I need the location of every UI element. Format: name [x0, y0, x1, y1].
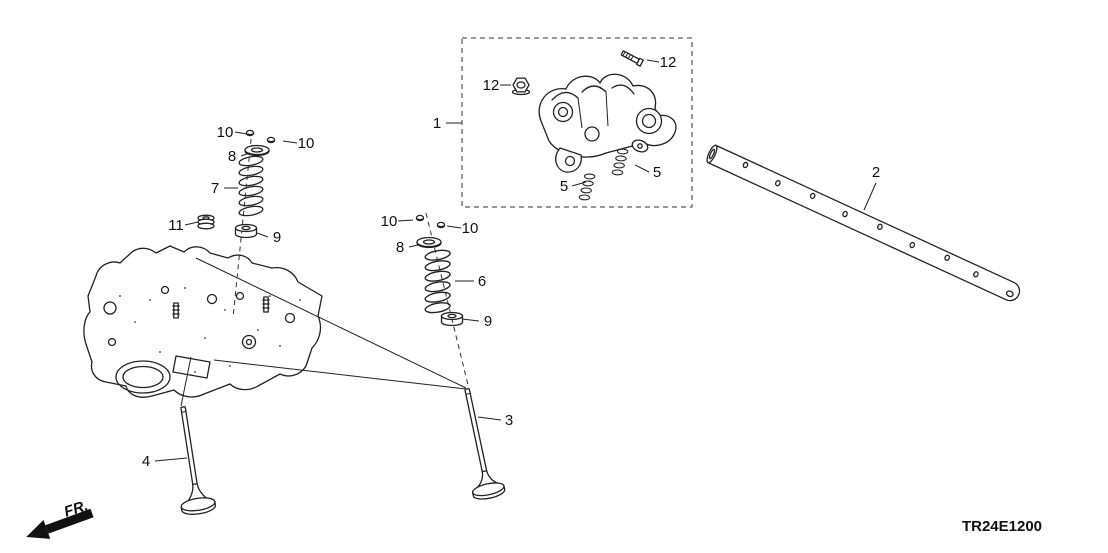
head-surface-stipple	[119, 287, 301, 373]
part-callout-10b: 10	[298, 135, 315, 152]
part-callout-3: 3	[505, 412, 513, 429]
spring-seat-left	[234, 223, 258, 239]
spring-seat-middle	[440, 311, 464, 327]
valve-spring-middle	[423, 247, 452, 315]
head-stud-bolt	[262, 296, 270, 313]
cylinder-head	[83, 245, 323, 398]
part-callout-11: 11	[168, 217, 184, 234]
spring-retainer-left	[244, 144, 270, 157]
part-callout-12a: 12	[483, 77, 500, 94]
left-valve-spring-stack	[197, 129, 276, 239]
middle-valve-spring-stack	[415, 214, 464, 327]
intake-valve	[464, 388, 506, 500]
part-callout-7: 7	[211, 180, 219, 197]
part-callout-8a: 8	[228, 148, 236, 165]
rocker-arm-assembly	[538, 73, 677, 173]
fr-label: FR.	[62, 497, 90, 521]
part-callout-10d: 10	[462, 220, 479, 237]
exhaust-valve	[180, 406, 217, 515]
fr-direction-arrow	[26, 508, 94, 539]
valve-spring-left	[237, 154, 265, 218]
head-stud-bolt	[172, 302, 180, 319]
part-callout-9b: 9	[484, 313, 492, 330]
part-callout-2: 2	[872, 164, 880, 181]
part-callout-5b: 5	[653, 164, 661, 181]
part-callout-4: 4	[142, 453, 150, 470]
part-callouts: 1 2 3 4 5 5 6 7 8 8 9 9 10 10 10 10 11 1…	[142, 54, 880, 470]
diagram-code: TR24E1200	[962, 518, 1042, 535]
part-callout-6: 6	[478, 273, 486, 290]
part-callout-12b: 12	[660, 54, 677, 71]
part-callout-9a: 9	[273, 229, 281, 246]
adjusting-screw	[620, 50, 644, 67]
part-callout-10c: 10	[381, 213, 398, 230]
valve-cotter-pair-middle	[415, 214, 446, 229]
part-callout-8b: 8	[396, 239, 404, 256]
projection-lines	[180, 257, 467, 407]
part-callout-10a: 10	[217, 124, 234, 141]
part-callout-5a: 5	[560, 178, 568, 195]
spring-seat-11	[197, 214, 215, 230]
rocker-shaft	[706, 144, 1021, 302]
flange-nut	[511, 77, 531, 96]
lost-motion-spring-left	[577, 171, 597, 203]
part-callout-1: 1	[433, 115, 441, 132]
spring-retainer-middle	[416, 236, 442, 249]
leader-lines	[154, 59, 877, 462]
